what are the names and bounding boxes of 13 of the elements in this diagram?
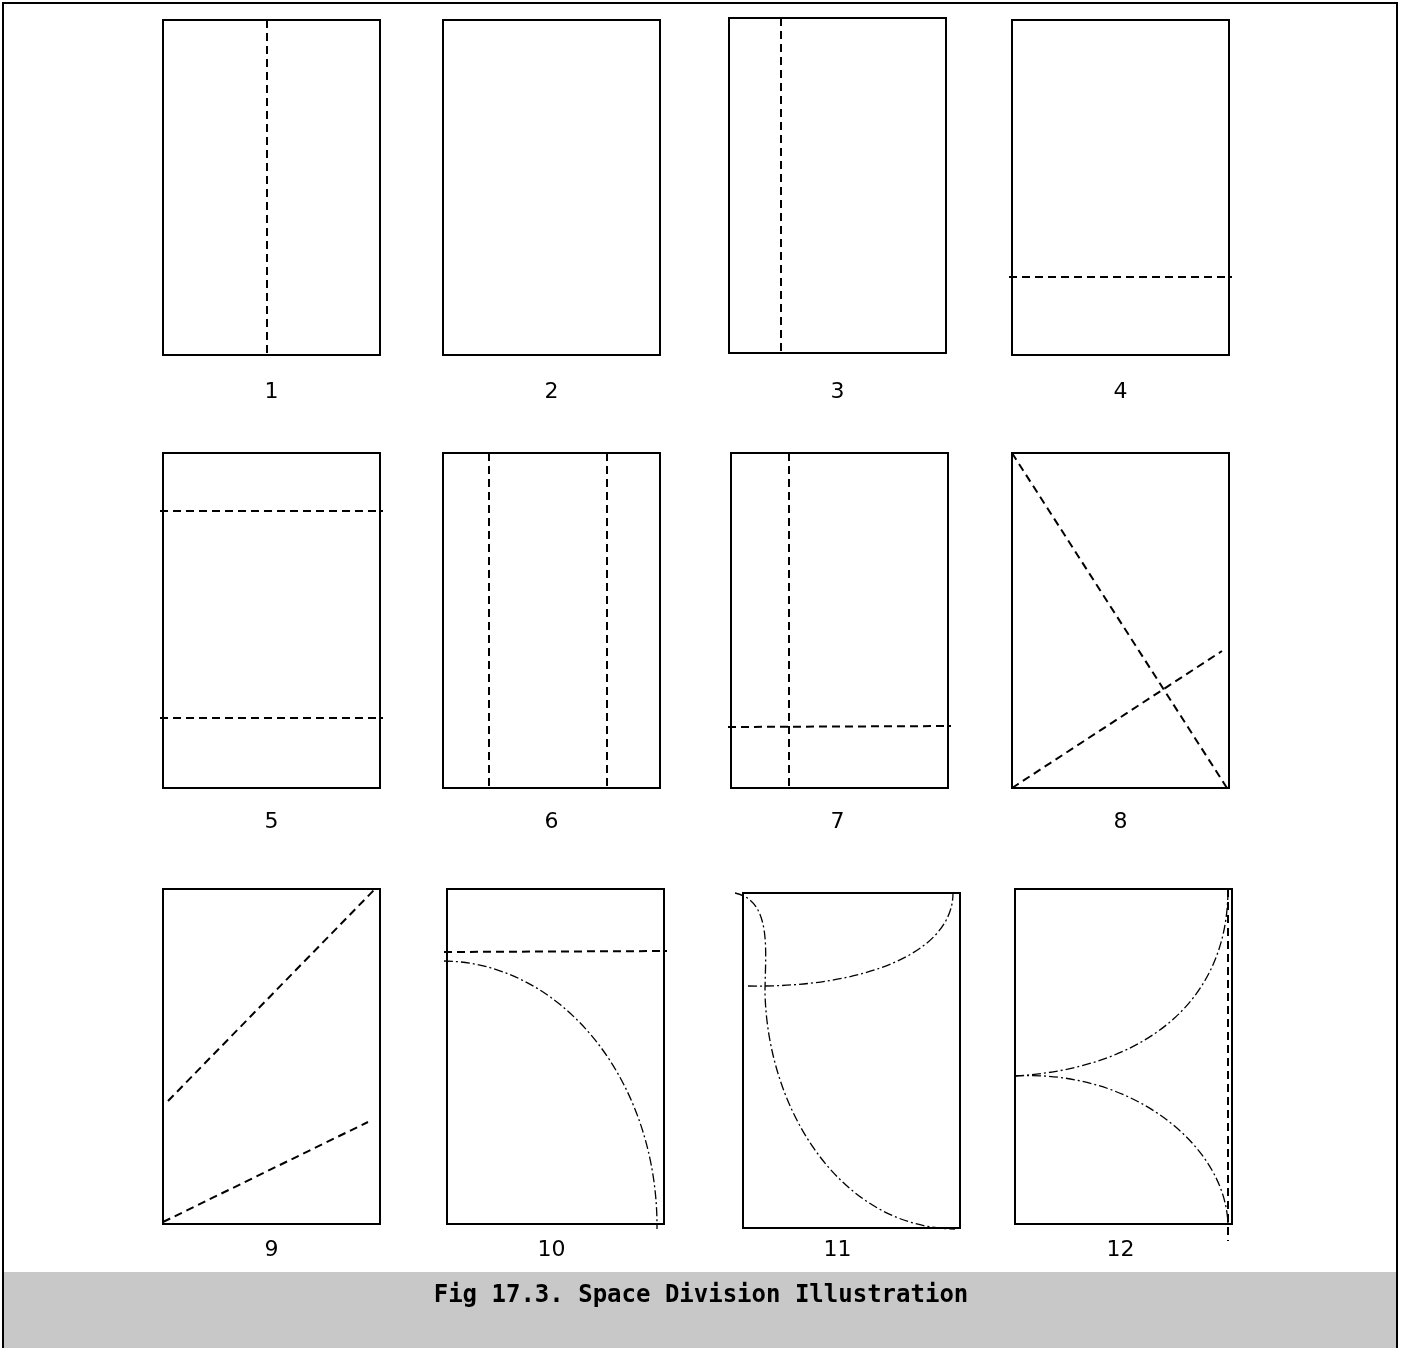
panel-number: 12 bbox=[1106, 1236, 1135, 1261]
panel-number: 1 bbox=[264, 378, 279, 403]
panel-number: 9 bbox=[264, 1236, 279, 1261]
panel-number: 7 bbox=[830, 808, 845, 833]
panel-number: 10 bbox=[537, 1236, 566, 1261]
panel-number: 8 bbox=[1113, 808, 1128, 833]
panel-number: 2 bbox=[544, 378, 559, 403]
panel-number: 3 bbox=[830, 378, 845, 403]
figure-caption: Fig 17.3. Space Division Illustration bbox=[433, 1280, 969, 1308]
panel-number: 11 bbox=[823, 1236, 852, 1261]
panel-number: 5 bbox=[264, 808, 279, 833]
panel-number: 6 bbox=[544, 808, 559, 833]
panel-number: 4 bbox=[1113, 378, 1128, 403]
